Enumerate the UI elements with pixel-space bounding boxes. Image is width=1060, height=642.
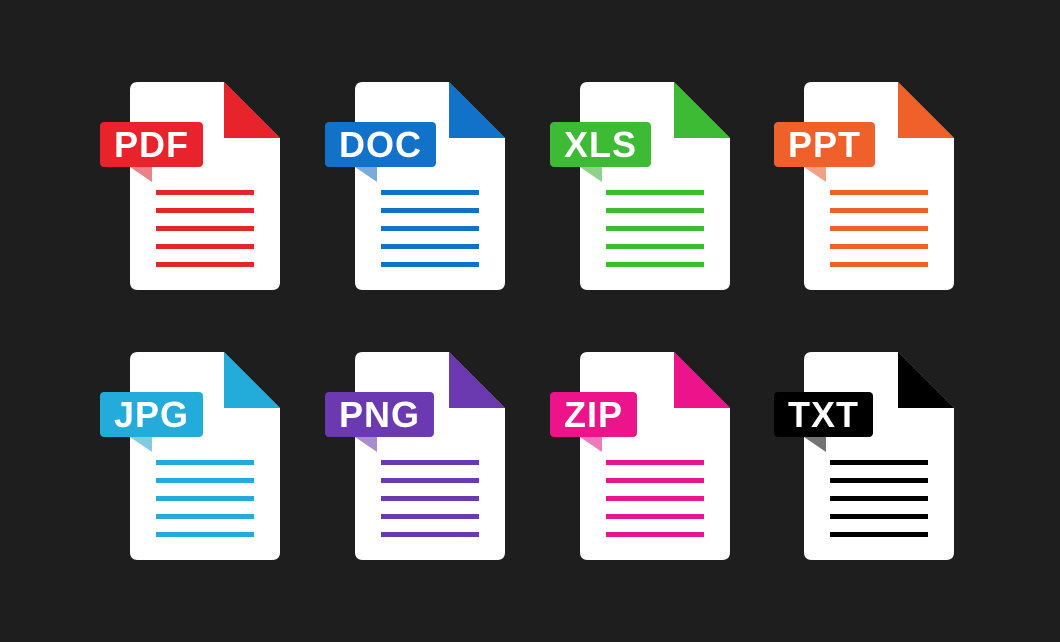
file-extension-label: XLS xyxy=(550,122,652,167)
text-line xyxy=(156,460,254,465)
text-line xyxy=(381,532,479,537)
document-page xyxy=(130,352,280,560)
text-line xyxy=(830,496,928,501)
label-shadow-flap xyxy=(580,167,602,182)
text-line xyxy=(156,208,254,213)
label-shadow-flap xyxy=(130,167,152,182)
text-line xyxy=(606,496,704,501)
page-body xyxy=(355,82,505,290)
page-fold-corner xyxy=(674,352,730,408)
text-line xyxy=(606,244,704,249)
text-line xyxy=(830,244,928,249)
label-shadow-flap xyxy=(804,437,826,452)
document-page xyxy=(355,82,505,290)
text-line xyxy=(156,478,254,483)
page-body xyxy=(355,352,505,560)
txt-file-icon: TXT xyxy=(774,352,954,572)
file-extension-label: PNG xyxy=(325,392,435,437)
file-extension-label: PPT xyxy=(774,122,876,167)
text-line xyxy=(381,496,479,501)
document-page xyxy=(580,352,730,560)
page-body xyxy=(580,352,730,560)
text-line xyxy=(381,460,479,465)
text-line xyxy=(830,226,928,231)
text-line xyxy=(156,514,254,519)
page-body xyxy=(804,82,954,290)
file-extension-label: JPG xyxy=(100,392,204,437)
file-extension-label: TXT xyxy=(774,392,873,437)
text-line xyxy=(381,226,479,231)
text-line xyxy=(606,226,704,231)
label-shadow-flap xyxy=(355,437,377,452)
text-line xyxy=(381,190,479,195)
page-fold-corner xyxy=(674,82,730,138)
page-body xyxy=(580,82,730,290)
text-line xyxy=(381,478,479,483)
document-page xyxy=(804,352,954,560)
text-line xyxy=(156,262,254,267)
label-shadow-flap xyxy=(580,437,602,452)
text-line xyxy=(381,514,479,519)
jpg-file-icon: JPG xyxy=(100,352,280,572)
text-line xyxy=(156,244,254,249)
page-fold-corner xyxy=(224,352,280,408)
text-line xyxy=(156,532,254,537)
label-shadow-flap xyxy=(355,167,377,182)
png-file-icon: PNG xyxy=(325,352,505,572)
text-line xyxy=(830,532,928,537)
page-body xyxy=(130,82,280,290)
label-shadow-flap xyxy=(804,167,826,182)
doc-file-icon: DOC xyxy=(325,82,505,302)
text-line xyxy=(381,262,479,267)
page-fold-corner xyxy=(898,352,954,408)
document-page xyxy=(804,82,954,290)
text-line xyxy=(156,496,254,501)
text-line xyxy=(156,226,254,231)
text-line xyxy=(606,190,704,195)
text-line xyxy=(830,514,928,519)
text-line xyxy=(830,478,928,483)
text-line xyxy=(606,460,704,465)
text-line xyxy=(830,208,928,213)
page-body xyxy=(130,352,280,560)
xls-file-icon: XLS xyxy=(550,82,730,302)
text-line xyxy=(830,190,928,195)
file-extension-label: PDF xyxy=(100,122,203,167)
page-fold-corner xyxy=(224,82,280,138)
text-line xyxy=(606,208,704,213)
file-extension-label: ZIP xyxy=(550,392,638,437)
page-fold-corner xyxy=(449,82,505,138)
text-line xyxy=(830,460,928,465)
label-shadow-flap xyxy=(130,437,152,452)
document-page xyxy=(355,352,505,560)
text-line xyxy=(606,532,704,537)
text-line xyxy=(156,190,254,195)
zip-file-icon: ZIP xyxy=(550,352,730,572)
text-line xyxy=(381,244,479,249)
text-line xyxy=(606,478,704,483)
page-body xyxy=(804,352,954,560)
page-fold-corner xyxy=(898,82,954,138)
document-page xyxy=(580,82,730,290)
ppt-file-icon: PPT xyxy=(774,82,954,302)
pdf-file-icon: PDF xyxy=(100,82,280,302)
file-extension-label: DOC xyxy=(325,122,436,167)
page-fold-corner xyxy=(449,352,505,408)
text-line xyxy=(830,262,928,267)
text-line xyxy=(381,208,479,213)
text-line xyxy=(606,514,704,519)
document-page xyxy=(130,82,280,290)
text-line xyxy=(606,262,704,267)
